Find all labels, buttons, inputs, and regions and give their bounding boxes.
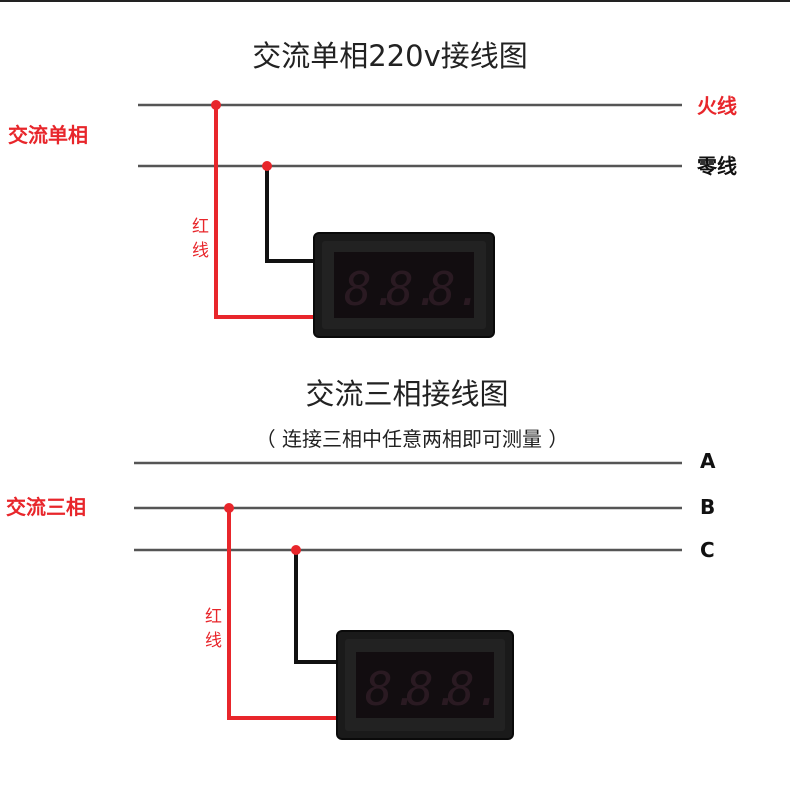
neutral-label: 零线 <box>696 154 737 178</box>
single-phase-side-label: 交流单相 <box>8 123 88 147</box>
three-phase-section: 交流三相接线图 （ 连接三相中任意两相即可测量 ） 交流三相 A B C 红 线… <box>6 377 716 740</box>
phase-c-label: C <box>700 538 715 562</box>
three-phase-title: 交流三相接线图 <box>305 377 508 411</box>
voltmeter-2-display <box>356 652 494 718</box>
three-phase-red-wire <box>227 508 344 720</box>
three-phase-red-wire-label-char-2: 线 <box>205 631 222 651</box>
three-phase-subtitle: （ 连接三相中任意两相即可测量 ） <box>256 427 569 451</box>
three-phase-red-wire-label-char-1: 红 <box>205 607 222 627</box>
red-wire-label-char-1: 红 <box>192 217 209 237</box>
voltmeter-2: 8. 8. 8. <box>336 630 514 740</box>
single-phase-title: 交流单相220v接线图 <box>252 39 528 73</box>
top-border <box>0 0 790 2</box>
voltmeter-1-digit-3: 8. <box>428 262 483 316</box>
voltmeter-2-digit-3: 8. <box>447 662 502 716</box>
voltmeter-2-digit-2: 8. <box>406 662 461 716</box>
neutral-junction-dot <box>262 161 272 171</box>
phase-c-junction-dot <box>291 545 301 555</box>
phase-a-label: A <box>700 449 716 473</box>
voltmeter-1-display <box>334 252 474 318</box>
phase-b-label: B <box>700 495 715 519</box>
voltmeter-1-digit-2: 8. <box>386 262 441 316</box>
voltmeter-2-digit-1: 8. <box>365 662 420 716</box>
black-wire <box>265 166 322 263</box>
live-junction-dot <box>211 100 221 110</box>
red-wire <box>214 105 322 319</box>
red-wire-label-char-2: 线 <box>192 241 209 261</box>
voltmeter-1: 8. 8. 8. <box>313 232 495 338</box>
three-phase-black-wire <box>294 550 344 664</box>
phase-b-junction-dot <box>224 503 234 513</box>
live-label: 火线 <box>697 94 737 118</box>
three-phase-side-label: 交流三相 <box>6 495 86 519</box>
voltmeter-1-digit-1: 8. <box>344 262 399 316</box>
single-phase-section: 交流单相220v接线图 交流单相 火线 零线 红 线 8. 8. 8. <box>8 39 737 338</box>
